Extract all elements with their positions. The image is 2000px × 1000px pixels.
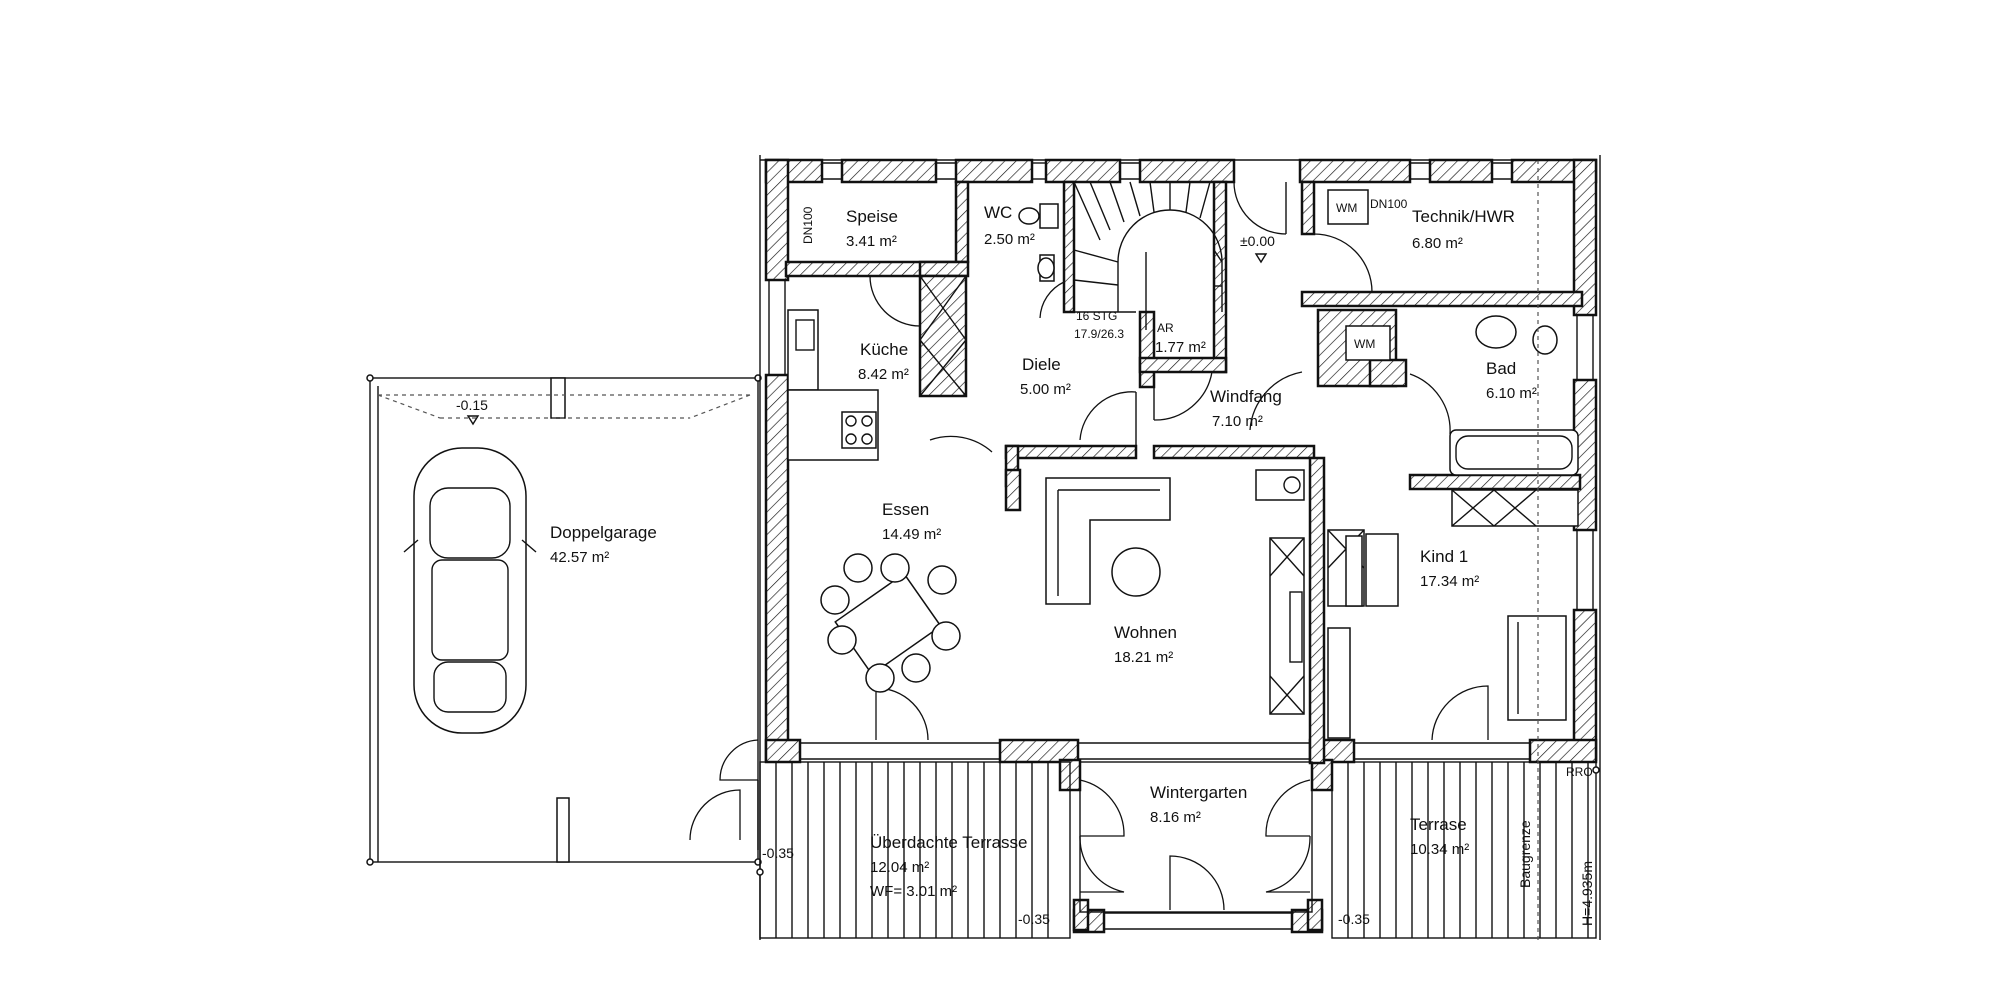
- room-area-ueberdachte-terrasse: 12.04 m²: [870, 859, 929, 876]
- doors: [689, 181, 1489, 911]
- level-terrace-left-label: -0.35: [762, 845, 794, 861]
- room-labels: Speise 3.41 m² WC 2.50 m² Technik/HWR 6.…: [550, 203, 1537, 900]
- room-area-bad: 6.10 m²: [1486, 385, 1537, 402]
- room-name-bad: Bad: [1486, 359, 1516, 378]
- dn-right-label: DN100: [1370, 197, 1408, 211]
- height-label: H=4.935m: [1579, 861, 1595, 926]
- room-area-essen: 14.49 m²: [882, 526, 941, 543]
- room-name-terrasse: Terrase: [1410, 815, 1467, 834]
- windows: [768, 162, 1594, 930]
- room-name-ar: AR: [1157, 321, 1174, 335]
- level-garage-label: -0.15: [456, 397, 488, 413]
- level-terrace-mid-label: -0.35: [1018, 911, 1050, 927]
- level-entry-marker: [1254, 253, 1268, 264]
- room-area-kueche: 8.42 m²: [858, 366, 909, 383]
- level-garage-marker: [466, 415, 480, 426]
- wm-label-bad: WM: [1354, 337, 1375, 351]
- room-name-technik: Technik/HWR: [1412, 207, 1515, 226]
- room-area-speise: 3.41 m²: [846, 233, 897, 250]
- terrace-deck-right: [1347, 762, 1589, 938]
- room-wf-ueberdachte-terrasse: WF= 3.01 m²: [870, 883, 957, 900]
- annotations: 16 STG 17.9/26.3 ±0.00 -0.15 -0.35 -0.35…: [456, 197, 1595, 927]
- room-name-wc: WC: [984, 203, 1012, 222]
- room-name-windfang: Windfang: [1210, 387, 1282, 406]
- garage: [366, 374, 762, 866]
- rro-label: RRO: [1566, 765, 1593, 779]
- room-area-wintergarten: 8.16 m²: [1150, 809, 1201, 826]
- room-area-wohnen: 18.21 m²: [1114, 649, 1173, 666]
- room-area-technik: 6.80 m²: [1412, 235, 1463, 252]
- room-name-wintergarten: Wintergarten: [1150, 783, 1247, 802]
- baugrenze-label: Baugrenze: [1517, 820, 1533, 888]
- room-name-ueberdachte-terrasse: Überdachte Terrasse: [870, 833, 1028, 852]
- room-area-wc: 2.50 m²: [984, 231, 1035, 248]
- fixtures: [787, 189, 1579, 739]
- room-name-kind1: Kind 1: [1420, 547, 1468, 566]
- room-name-garage: Doppelgarage: [550, 523, 657, 542]
- room-name-diele: Diele: [1022, 355, 1061, 374]
- terrace-deck-left: [775, 762, 1049, 938]
- level-terrace-right-label: -0.35: [1338, 911, 1370, 927]
- wm-label-technik: WM: [1336, 201, 1357, 215]
- room-name-essen: Essen: [882, 500, 929, 519]
- dn-left-label: DN100: [801, 206, 815, 244]
- room-name-wohnen: Wohnen: [1114, 623, 1177, 642]
- room-area-terrasse: 10.34 m²: [1410, 841, 1469, 858]
- exterior-walls: [764, 158, 1598, 934]
- level-entry-label: ±0.00: [1240, 233, 1275, 249]
- room-area-diele: 5.00 m²: [1020, 381, 1071, 398]
- room-area-windfang: 7.10 m²: [1212, 413, 1263, 430]
- room-area-garage: 42.57 m²: [550, 549, 609, 566]
- stairs-ratio-label: 17.9/26.3: [1074, 327, 1124, 341]
- room-area-ar: 1.77 m²: [1155, 339, 1206, 356]
- car-icon: [403, 447, 537, 734]
- room-name-speise: Speise: [846, 207, 898, 226]
- terraces: [756, 155, 1601, 940]
- staircase: [1073, 181, 1223, 330]
- room-name-kueche: Küche: [860, 340, 908, 359]
- room-area-kind1: 17.34 m²: [1420, 573, 1479, 590]
- stairs-label: 16 STG: [1076, 309, 1117, 323]
